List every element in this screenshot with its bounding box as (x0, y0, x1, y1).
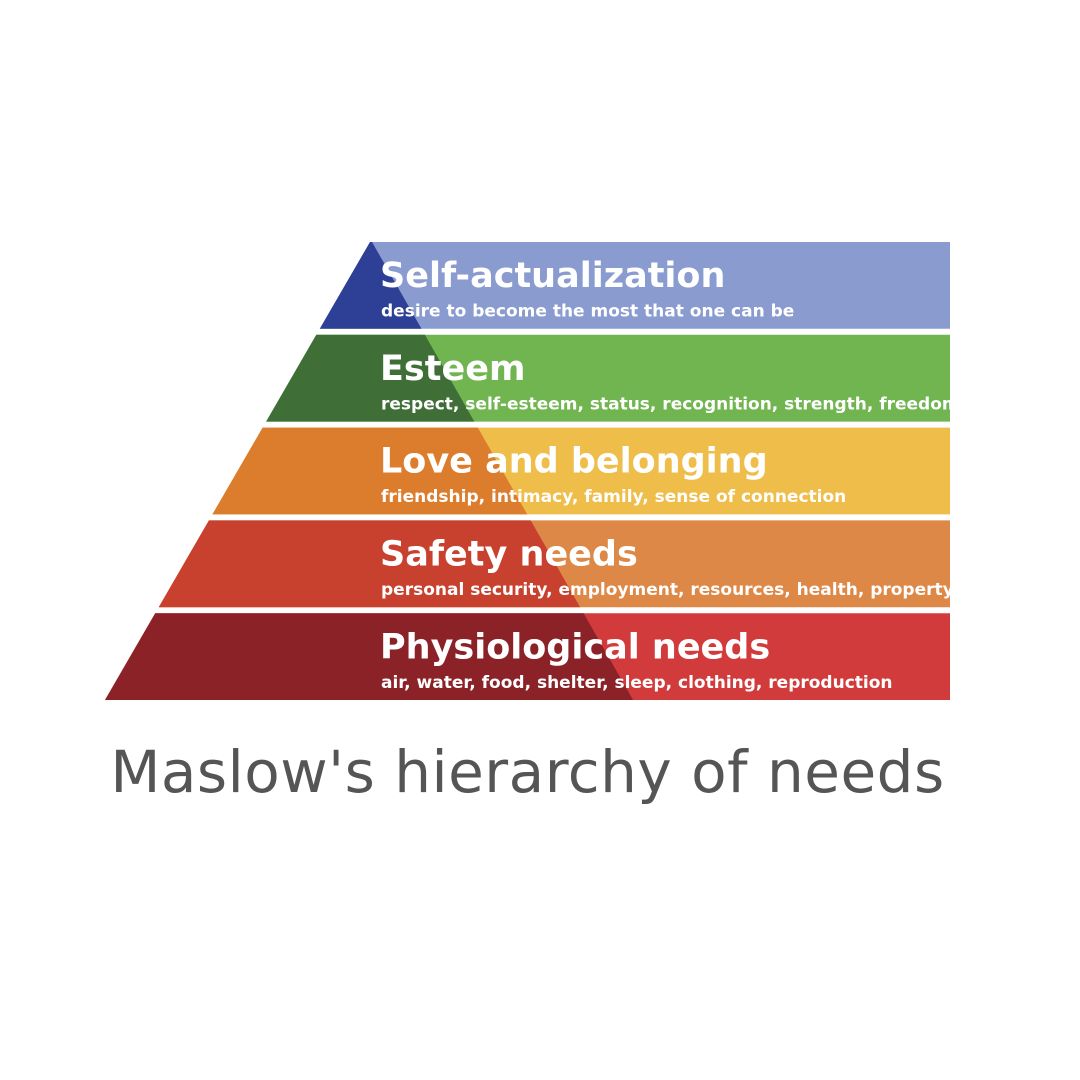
level-description: personal security, employment, resources… (381, 580, 954, 600)
diagram-caption: Maslow's hierarchy of needs (110, 738, 945, 806)
level-self-actualization: Self-actualization desire to become the m… (319, 242, 950, 329)
level-physiological-needs: Physiological needs air, water, food, she… (105, 613, 950, 700)
level-description: air, water, food, shelter, sleep, clothi… (381, 673, 893, 693)
level-band-shade-love-and-belonging (212, 427, 528, 515)
level-title: Safety needs (380, 535, 638, 575)
level-title: Self-actualization (380, 256, 725, 296)
level-description: respect, self-esteem, status, recognitio… (381, 394, 960, 414)
level-title: Physiological needs (380, 627, 770, 667)
level-band-shade-physiological-needs (105, 613, 634, 700)
level-band-shade-safety-needs (158, 520, 581, 608)
level-love-and-belonging: Love and belonging friendship, intimacy, … (212, 427, 950, 515)
level-description: friendship, intimacy, family, sense of c… (381, 487, 846, 507)
level-safety-needs: Safety needs personal security, employmen… (158, 520, 954, 608)
level-esteem: Esteem respect, self-esteem, status, reco… (266, 334, 960, 422)
level-title: Love and belonging (380, 442, 768, 482)
level-band-self-actualization (319, 242, 950, 329)
level-band-shade-esteem (266, 334, 475, 422)
level-title: Esteem (380, 349, 525, 389)
level-description: desire to become the most that one can b… (381, 302, 794, 322)
level-band-shade-self-actualization (319, 242, 422, 329)
